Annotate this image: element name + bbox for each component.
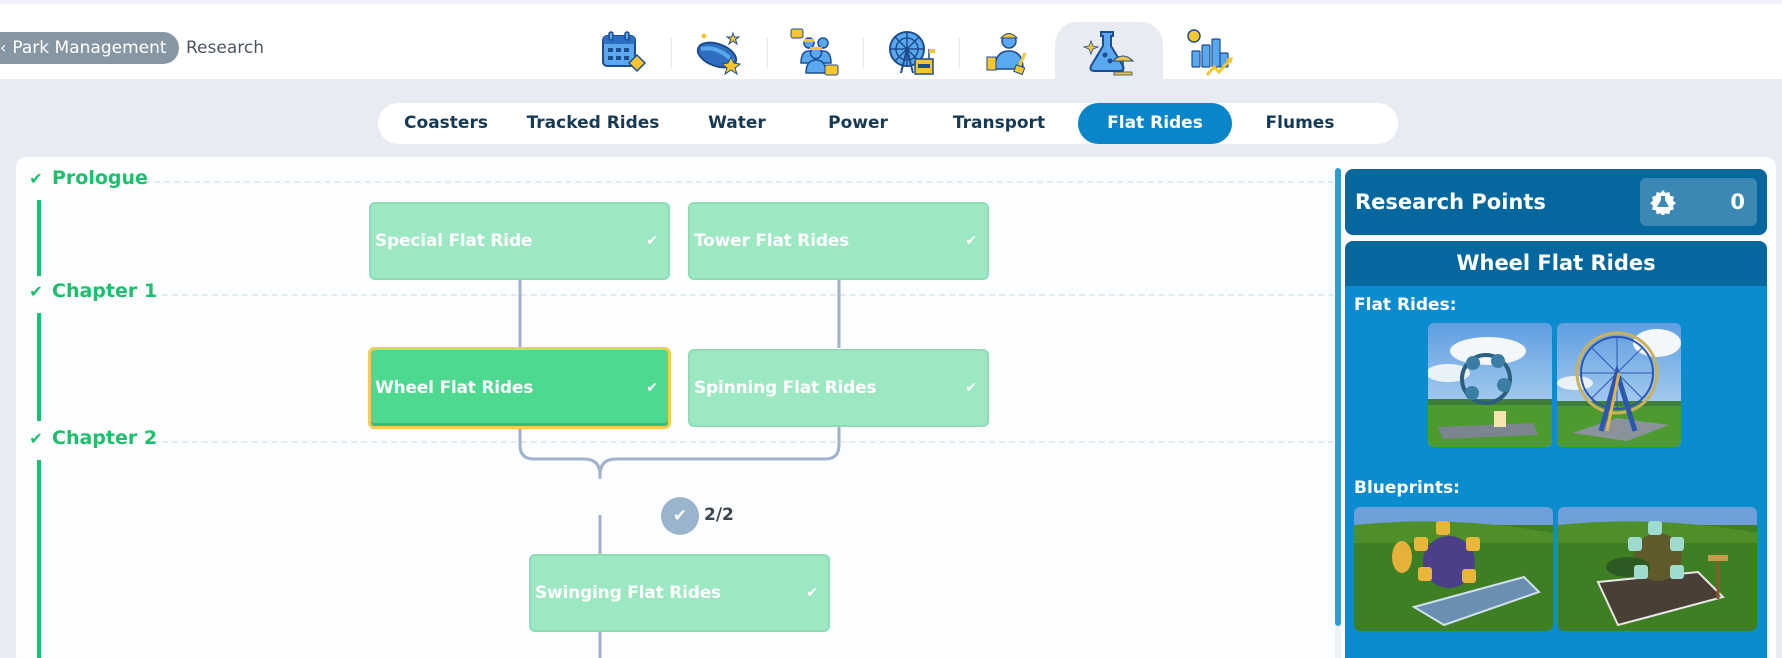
tab-guests[interactable] xyxy=(767,22,863,83)
tab-power[interactable]: Power xyxy=(828,113,888,133)
ride-image xyxy=(1428,323,1552,447)
staff-icon xyxy=(986,32,1027,75)
tab-research[interactable] xyxy=(1055,22,1163,83)
tab-park-rating[interactable] xyxy=(671,22,767,83)
research-points-panel: Research Points 0 xyxy=(1345,169,1767,235)
tab-flumes[interactable]: Flumes xyxy=(1265,113,1335,133)
tab-flat-rides[interactable]: Flat Rides xyxy=(1078,103,1232,144)
requirement-gate: ✔ xyxy=(661,497,699,535)
chapter-prologue: ✔ Prologue xyxy=(28,167,148,189)
chapter-divider xyxy=(152,441,1334,443)
check-icon: ✔ xyxy=(672,506,688,526)
chapter-progress-line xyxy=(37,460,41,658)
ferris-wheel-thumbnail[interactable] xyxy=(1557,323,1681,447)
research-points-value-box: 0 xyxy=(1640,178,1757,226)
tab-facilities[interactable] xyxy=(863,22,959,83)
research-node-wheel-flat-rides[interactable]: Wheel Flat Rides ✔ xyxy=(368,347,671,429)
flat-rides-label: Flat Rides: xyxy=(1354,295,1457,315)
chapter-divider xyxy=(152,294,1334,296)
node-label: Spinning Flat Rides xyxy=(694,378,877,398)
node-label: Tower Flat Rides xyxy=(694,231,850,251)
research-node-tower-flat-rides[interactable]: Tower Flat Rides ✔ xyxy=(688,202,989,280)
node-label: Swinging Flat Rides xyxy=(535,583,721,603)
tab-transport[interactable]: Transport xyxy=(952,113,1046,133)
chevron-left-icon: ‹ xyxy=(0,38,7,57)
chapter-label: Chapter 1 xyxy=(52,280,158,302)
connector-line xyxy=(598,427,841,476)
tab-calendar[interactable] xyxy=(575,22,671,83)
back-label: Park Management xyxy=(12,38,167,58)
research-icon xyxy=(1083,30,1135,75)
chapter-2: ✔ Chapter 2 xyxy=(28,427,157,449)
chapter-label: Prologue xyxy=(52,167,148,189)
tab-staff[interactable] xyxy=(959,22,1055,83)
research-node-swinging-flat-rides[interactable]: Swinging Flat Rides ✔ xyxy=(529,554,830,632)
tree-scrollbar[interactable] xyxy=(1335,168,1341,626)
chapter-divider xyxy=(144,181,1334,183)
park-rating-icon xyxy=(696,31,742,75)
back-to-park-management-button[interactable]: ‹ Park Management xyxy=(0,32,179,64)
breadcrumb-current: Research xyxy=(186,38,264,58)
themed-wheel-blueprint-jungle[interactable] xyxy=(1558,507,1757,631)
check-icon: ✔ xyxy=(29,281,43,301)
blueprint-image xyxy=(1558,507,1757,631)
ride-image xyxy=(1557,323,1681,447)
tab-water[interactable]: Water xyxy=(708,113,766,133)
check-icon: ✔ xyxy=(965,233,977,249)
check-icon: ✔ xyxy=(965,380,977,396)
research-gear-icon xyxy=(1650,190,1676,215)
research-node-special-flat-ride[interactable]: Special Flat Ride ✔ xyxy=(369,202,670,280)
research-node-spinning-flat-rides[interactable]: Spinning Flat Rides ✔ xyxy=(688,349,989,427)
check-icon: ✔ xyxy=(806,585,818,601)
requirement-count: 2/2 xyxy=(704,505,734,525)
blueprints-label: Blueprints: xyxy=(1354,478,1460,498)
facilities-icon xyxy=(889,30,935,75)
chapter-progress-line xyxy=(37,313,41,421)
research-panel: ✔ Prologue ✔ Chapter 1 ✔ Chapter 2 xyxy=(16,157,1776,658)
top-bar: ‹ Park Management Research xyxy=(0,0,1782,83)
connector-line xyxy=(518,427,602,476)
node-label: Special Flat Ride xyxy=(375,231,533,251)
research-points-value: 0 xyxy=(1730,190,1745,214)
research-tree: ✔ Prologue ✔ Chapter 1 ✔ Chapter 2 xyxy=(16,157,1336,658)
node-label: Wheel Flat Rides xyxy=(375,378,534,398)
research-detail-panel: Wheel Flat Rides Flat Rides: xyxy=(1345,241,1767,658)
research-points-label: Research Points xyxy=(1355,190,1546,214)
guests-icon xyxy=(790,28,839,75)
tab-tracked-rides[interactable]: Tracked Rides xyxy=(526,113,660,133)
check-icon: ✔ xyxy=(29,168,43,188)
detail-title: Wheel Flat Rides xyxy=(1345,241,1767,286)
small-wheel-ride-thumbnail[interactable] xyxy=(1428,323,1552,447)
check-icon: ✔ xyxy=(646,233,658,249)
check-icon: ✔ xyxy=(29,428,43,448)
category-tabs: Coasters Tracked Rides Water Power Trans… xyxy=(378,103,1398,144)
check-icon: ✔ xyxy=(646,380,658,396)
chapter-label: Chapter 2 xyxy=(52,427,158,449)
tab-finances[interactable] xyxy=(1163,22,1259,83)
chapter-progress-line xyxy=(37,200,41,276)
themed-wheel-blueprint-purple[interactable] xyxy=(1354,507,1553,631)
scrollbar-track xyxy=(1335,626,1341,658)
tree-connectors xyxy=(518,280,841,658)
tab-coasters[interactable]: Coasters xyxy=(404,113,488,133)
chapter-1: ✔ Chapter 1 xyxy=(28,280,157,302)
calendar-ticket-icon xyxy=(602,30,647,72)
management-icon-tabs xyxy=(575,22,1259,83)
finances-icon xyxy=(1187,28,1233,76)
blueprint-image xyxy=(1354,507,1553,631)
